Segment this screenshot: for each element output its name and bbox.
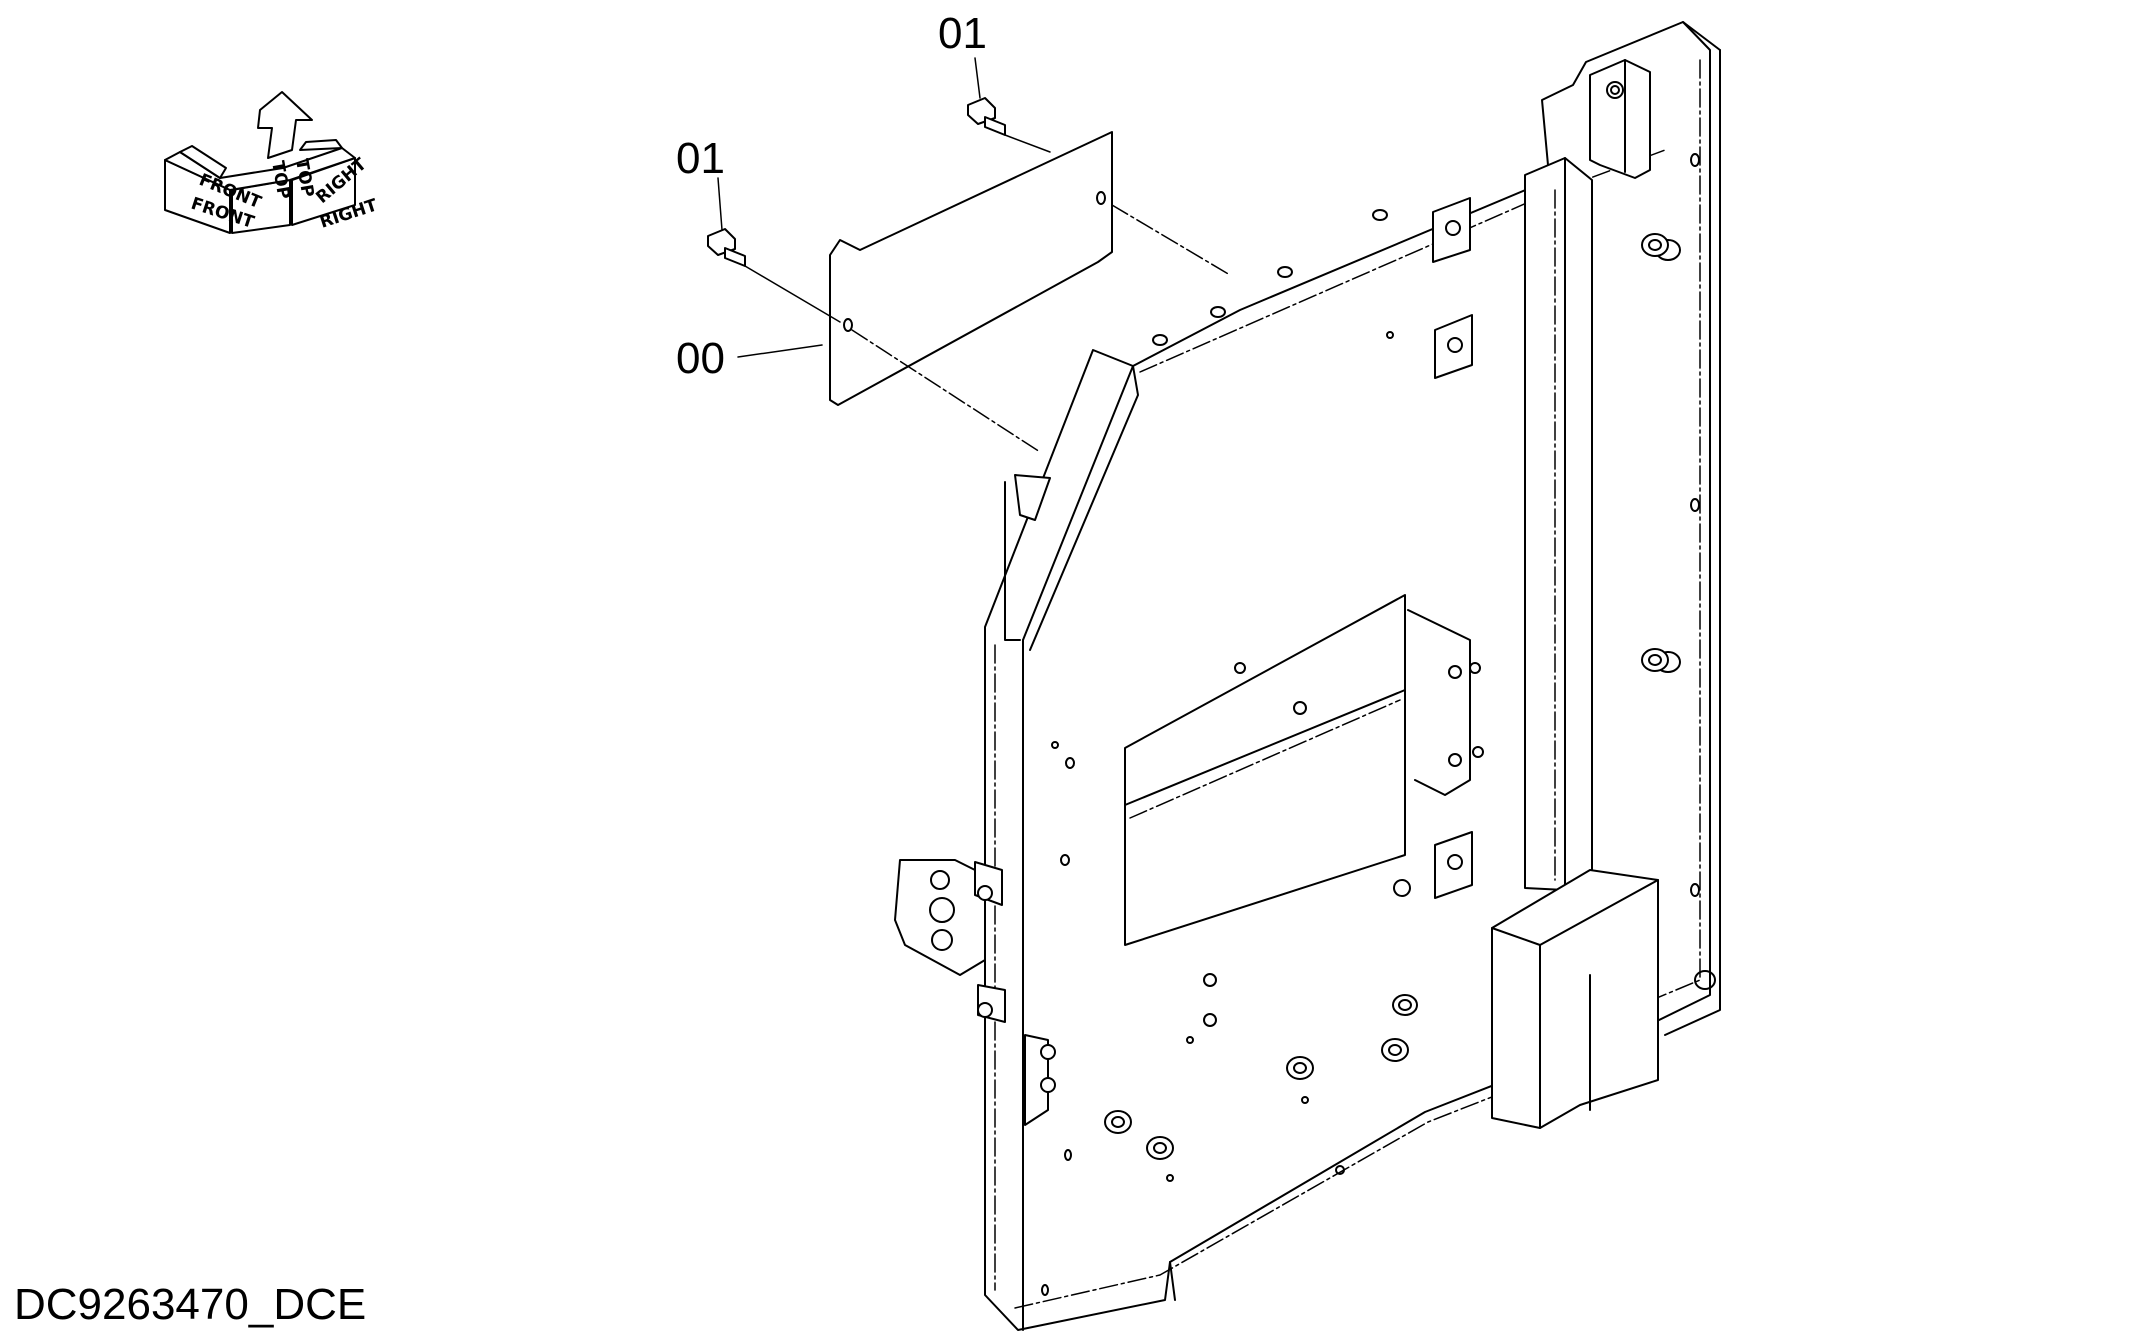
bottom-block (1491, 869, 1659, 1129)
bosses (1104, 233, 1669, 1160)
callout-leaders (717, 57, 981, 358)
drawing-id: DC9263470_DCE (14, 1280, 367, 1329)
cover-plate (829, 131, 1113, 406)
square-pads (1432, 197, 1473, 899)
mounting-holes (1041, 153, 1716, 1296)
top-bracket (1589, 59, 1651, 179)
bolt-upper (967, 97, 1006, 136)
callout-cover-plate: 00 (676, 334, 725, 383)
callout-bolt-upper: 01 (938, 9, 987, 58)
vertical-channel (1524, 157, 1593, 891)
bolt-lower (707, 228, 746, 267)
center-cutout (1124, 594, 1484, 946)
assembly-lines (744, 134, 1231, 453)
callout-bolt-lower: 01 (676, 134, 725, 183)
orientation-symbol: FRONT FRONT TOP TOP RIGHT RIGHT (164, 91, 380, 234)
side-bracket-hardware (894, 859, 1056, 1126)
